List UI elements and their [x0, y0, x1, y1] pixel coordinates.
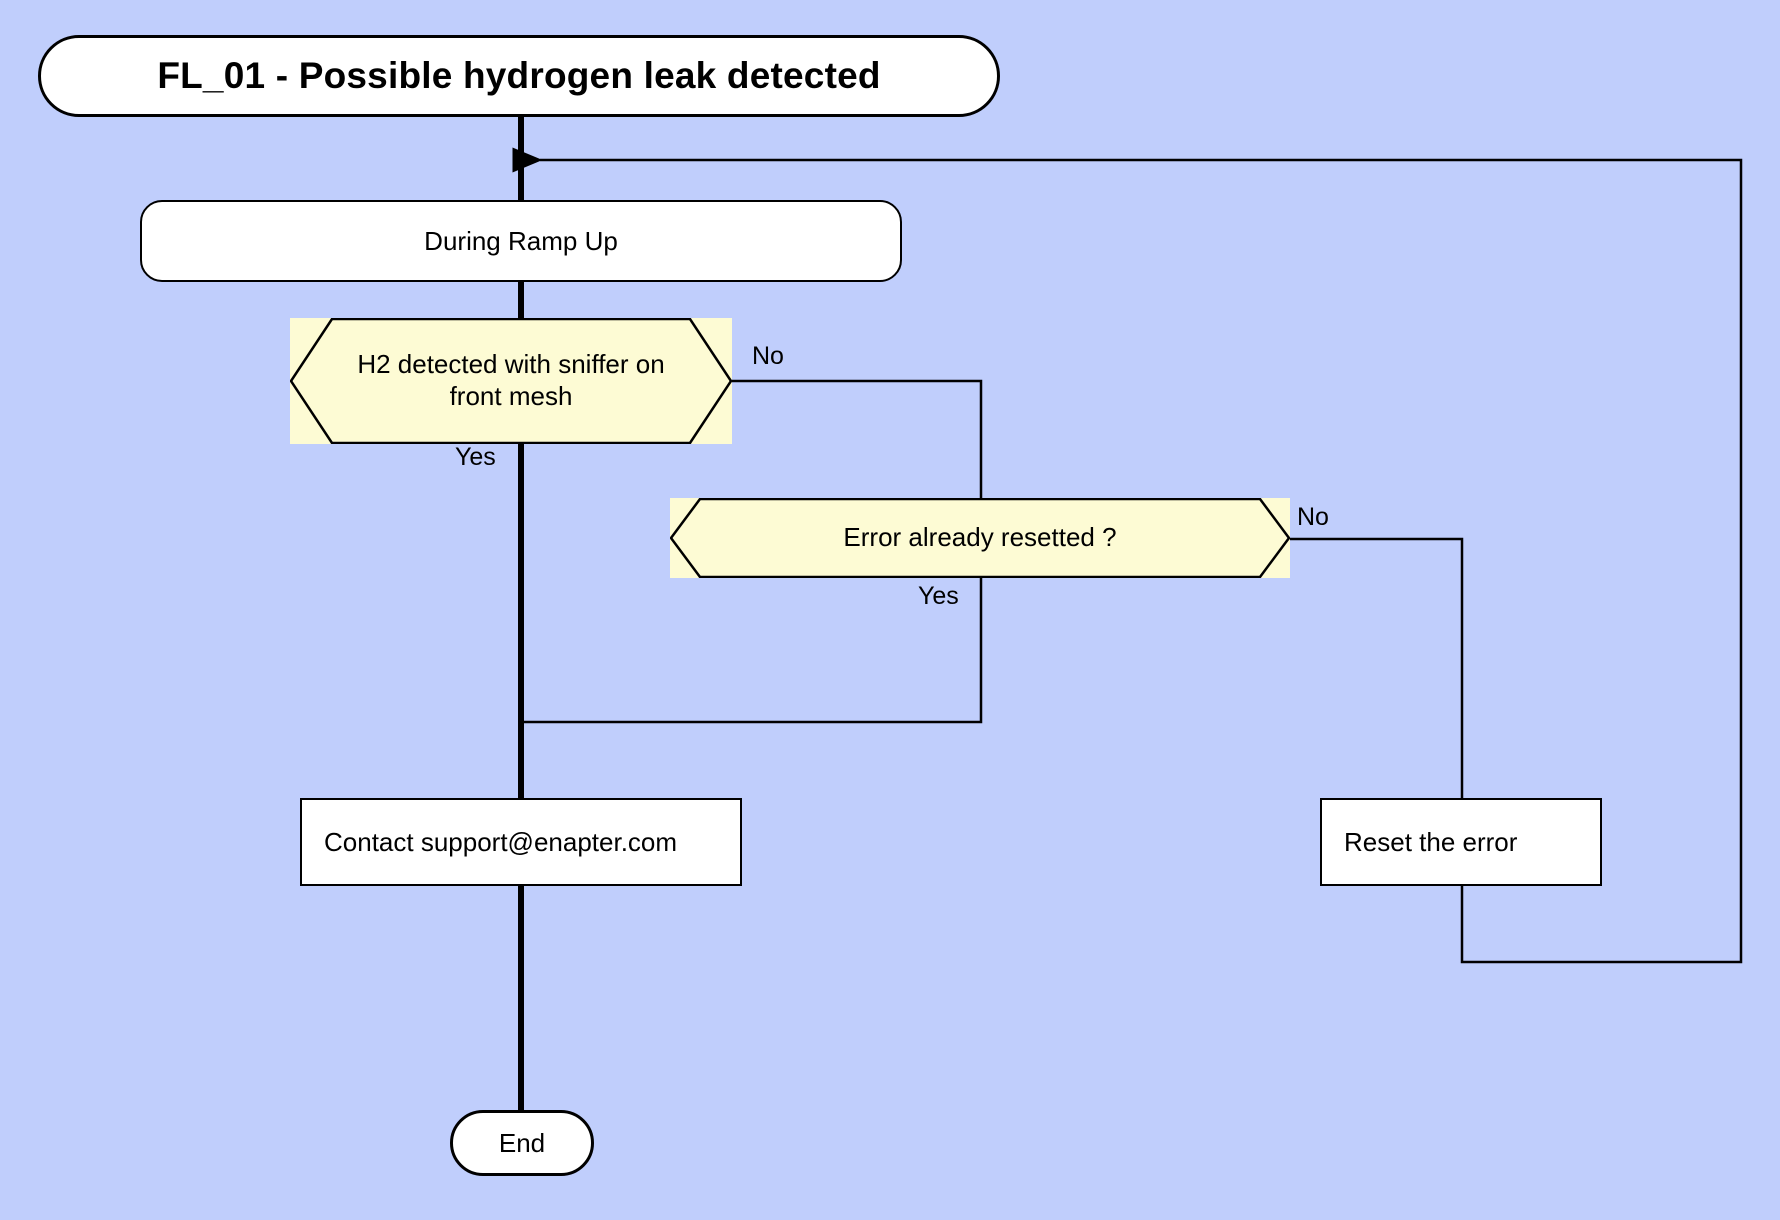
node-reset-the-error[interactable]: Reset the error: [1320, 798, 1602, 886]
node-decision-error-resetted[interactable]: Error already resetted ?: [670, 498, 1290, 578]
edge-label-reset-yes: Yes: [918, 582, 959, 610]
decision-line-1: H2 detected with sniffer on: [357, 349, 665, 380]
edge-reset-yes-to-trunk: [521, 578, 983, 724]
node-decision-error-resetted-label: Error already resetted ?: [843, 522, 1117, 553]
decision-line-2: front mesh: [449, 381, 573, 411]
node-decision-h2-detected-label: H2 detected with sniffer on front mesh: [307, 349, 714, 412]
edge-sniffer-no-to-reset-decision: [732, 379, 983, 498]
hexagon-shape: [290, 318, 732, 444]
node-end[interactable]: End: [450, 1110, 594, 1176]
node-title-label: FL_01 - Possible hydrogen leak detected: [157, 55, 881, 96]
node-decision-h2-detected[interactable]: H2 detected with sniffer on front mesh: [290, 318, 732, 444]
node-end-label: End: [498, 1127, 546, 1158]
node-during-ramp-up-label: During Ramp Up: [424, 225, 618, 256]
node-during-ramp-up[interactable]: During Ramp Up: [140, 200, 902, 282]
edge-reset-no-to-reset-box: [1290, 537, 1464, 798]
edge-label-reset-no: No: [1297, 503, 1329, 531]
node-title[interactable]: FL_01 - Possible hydrogen leak detected: [38, 35, 1000, 117]
node-contact-support-label: Contact support@enapter.com: [324, 826, 678, 857]
node-reset-the-error-label: Reset the error: [1344, 826, 1518, 857]
hexagon-shape: [670, 498, 1290, 578]
edge-label-sniffer-yes: Yes: [455, 443, 496, 471]
node-contact-support[interactable]: Contact support@enapter.com: [300, 798, 742, 886]
edge-label-sniffer-no: No: [752, 342, 784, 370]
